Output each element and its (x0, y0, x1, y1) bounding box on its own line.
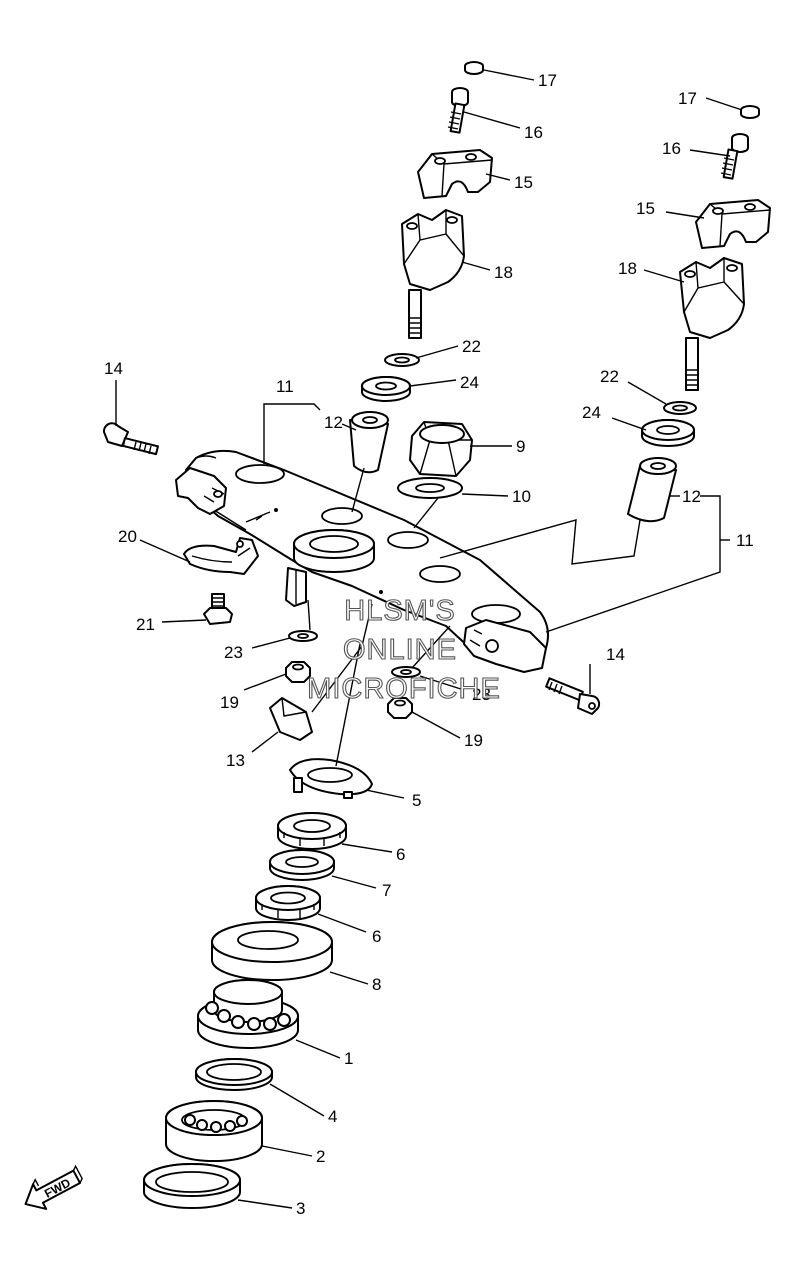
callout-15: 15 (514, 173, 533, 192)
part-6-lower-ring-nut (255, 885, 321, 921)
callout-14: 14 (606, 645, 625, 664)
lower-bearing-balls (184, 1114, 248, 1133)
part-18-right-lower-holder (679, 257, 745, 391)
callout-2: 2 (316, 1147, 325, 1166)
callout-19: 19 (464, 731, 483, 750)
part-22-left-washer (384, 353, 420, 367)
callout-15: 15 (636, 199, 655, 218)
callout-23: 23 (472, 685, 491, 704)
watermark: HLSM'S ONLINE MICROFICHE (307, 594, 501, 705)
part-14-left-bolt (102, 422, 159, 456)
callout-24: 24 (582, 403, 601, 422)
part-22-right-washer (663, 401, 697, 415)
callout-13: 13 (226, 751, 245, 770)
part-15-left-upper-holder (417, 149, 493, 199)
part-4-dust-seal (195, 1058, 273, 1091)
callout-16: 16 (662, 139, 681, 158)
part-24-right-damper (641, 419, 695, 447)
watermark-line-3: MICROFICHE (307, 673, 501, 705)
part-16-right-bolt (720, 133, 749, 180)
leader-lines (115, 69, 743, 1209)
part-3-dust-seal (143, 1163, 241, 1209)
bearing-balls (205, 1001, 291, 1031)
part-17-left-cap (464, 61, 484, 75)
part-8-bearing-cover (211, 921, 333, 981)
watermark-line-1: HLSM'S (344, 595, 455, 627)
part-9-steering-stem-nut (409, 421, 473, 477)
callout-7: 7 (382, 881, 391, 900)
callout-8: 8 (372, 975, 381, 994)
fwd-arrow: FWD (24, 1164, 83, 1210)
watermark-line-2: ONLINE (343, 634, 457, 666)
part-19-left-nut (285, 661, 311, 683)
part-6-upper-ring-nut (277, 812, 347, 850)
part-12-right-collar (627, 457, 677, 523)
part-16-left-bolt (447, 87, 469, 134)
part-10-washer (397, 477, 463, 499)
callout-16: 16 (524, 123, 543, 142)
part-18-left-lower-holder (401, 209, 465, 339)
callout-14: 14 (104, 359, 123, 378)
part-19-right-nut (387, 697, 413, 719)
callout-18: 18 (494, 263, 513, 282)
callout-17: 17 (538, 71, 557, 90)
callout-19: 19 (220, 693, 239, 712)
callout-3: 3 (296, 1199, 305, 1218)
callout-18: 18 (618, 259, 637, 278)
part-7-rubber-washer (269, 849, 335, 881)
callout-17: 17 (678, 89, 697, 108)
callout-12: 12 (324, 413, 343, 432)
callout-10: 10 (512, 487, 531, 506)
callout-11: 11 (276, 377, 294, 396)
callout-6: 6 (396, 845, 405, 864)
callout-20: 20 (118, 527, 137, 546)
part-2-lower-bearing (165, 1100, 263, 1162)
part-23-left-washer (288, 630, 318, 642)
part-5-lock-washer (289, 758, 373, 799)
part-21-bolt (203, 593, 233, 625)
callout-24: 24 (460, 373, 479, 392)
part-13-plate (269, 697, 313, 741)
part-1-upper-bearing (197, 979, 299, 1049)
part-17-right-cap (740, 105, 760, 119)
callout-22: 22 (600, 367, 619, 386)
callout-11: 11 (736, 531, 754, 550)
part-20-hose-clamp (183, 537, 259, 575)
part-12-left-collar (349, 411, 389, 474)
callout-5: 5 (412, 791, 421, 810)
part-14-right-bolt (545, 677, 601, 715)
part-11-upper-bracket (175, 449, 549, 673)
callout-4: 4 (328, 1107, 337, 1126)
callout-labels: 17 16 15 18 22 24 17 16 15 18 22 24 14 1… (104, 71, 754, 1218)
part-23-right-washer (391, 666, 421, 678)
callout-6: 6 (372, 927, 381, 946)
callout-12: 12 (682, 487, 701, 506)
callout-1: 1 (344, 1049, 353, 1068)
callout-23: 23 (224, 643, 243, 662)
callout-22: 22 (462, 337, 481, 356)
part-24-left-damper (361, 376, 411, 402)
part-15-right-upper-holder (695, 199, 771, 249)
callout-9: 9 (516, 437, 525, 456)
callout-21: 21 (136, 615, 155, 634)
